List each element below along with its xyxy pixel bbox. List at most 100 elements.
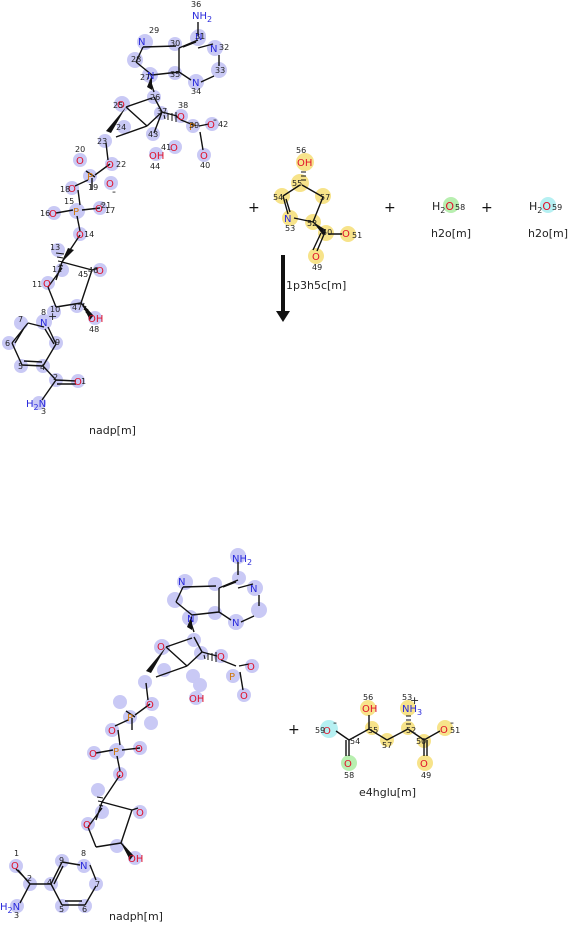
nadp-highlights (2, 29, 227, 410)
e4hglu-num: 53 (402, 693, 412, 702)
nadp-atom-o19: O (106, 179, 114, 190)
nadph-atom-o16: O (89, 749, 97, 760)
e4hglu-o51: O (440, 725, 448, 736)
nadp-num: 15 (64, 197, 74, 206)
nadp-h2n-label: H2N (26, 399, 46, 412)
nadp-num: 30 (170, 39, 180, 48)
nadp-atom-n32: N (210, 44, 217, 55)
nadp-num: 23 (97, 137, 107, 146)
nadp-atom-o25: O (117, 100, 125, 111)
nadp-atom-numbers: 36 29 30 31 32 28 27 35 33 34 26 25 38 3… (5, 0, 229, 416)
nadph-atom-o17: O (135, 744, 143, 755)
e4hglu-num: 58 (344, 771, 354, 780)
nadp-charge-plus: + (48, 310, 57, 323)
reaction-arrow: 1p3h5c[m] (276, 255, 346, 322)
plus-sign-4: + (288, 722, 300, 738)
nadp-num: 47 (72, 303, 82, 312)
nadph-num: 2 (27, 874, 32, 883)
e4hglu-num: 50 (416, 737, 426, 746)
nadp-atom-n31: N (195, 32, 202, 43)
e4hglu-minus-59: - (333, 716, 337, 729)
nadph-atom-o25: O (157, 642, 165, 653)
nadph-atom-n29: N (178, 577, 185, 588)
nadph-atom-p15: P (113, 747, 119, 758)
e4hglu-oh56: OH (362, 704, 377, 715)
nadp-atom-n34: N (192, 78, 199, 89)
nadp-bonds (11, 22, 220, 401)
water-59: H2O59 h2o[m] (528, 197, 568, 240)
nadp-num: 31 (195, 32, 205, 41)
nadp-atom-o46: O (96, 266, 104, 277)
nadp-num: 13 (50, 243, 60, 252)
nadph-num: 3 (14, 911, 19, 920)
nadph-num: 7 (95, 880, 100, 889)
nadph-highlights (81, 548, 267, 865)
nadp-num: 28 (131, 55, 141, 64)
substrate-num-50: 50 (322, 228, 332, 237)
plus-sign-2: + (384, 200, 396, 216)
e4hglu-wedges (406, 715, 411, 725)
nadp-atom-o22: O (106, 160, 114, 171)
nadp-wedges (55, 112, 177, 314)
nadph-atom-n32: N (250, 584, 257, 595)
nadp-num: 19 (88, 183, 98, 192)
water-58: H2O58 h2o[m] (431, 197, 471, 240)
arrow-head (276, 311, 290, 322)
nadp-num: 3 (41, 407, 46, 416)
nadph-atom-o38: O (217, 652, 225, 663)
nadp-atom-n27: N (147, 71, 154, 82)
e4hglu-num: 52 (406, 726, 416, 735)
water59-label: h2o[m] (528, 227, 568, 240)
nadph-atom-n27: N (187, 614, 194, 625)
nadph-name-label: nadph[m] (109, 910, 163, 923)
substrate-num-54: 54 (273, 193, 283, 202)
nadp-num: 21 (101, 201, 111, 210)
nadp-atom-o41: O (170, 143, 178, 154)
nadph-atom-n34: N (232, 618, 239, 629)
plus-sign-1: + (248, 200, 260, 216)
nadp-num: 4 (40, 363, 45, 372)
nadp-num: 9 (55, 338, 60, 347)
nadph-atom-o40: O (240, 691, 248, 702)
e4hglu-bonds (335, 715, 441, 756)
nadph-h2n-label: H2N (0, 902, 20, 915)
nadp-num: 7 (18, 315, 23, 324)
water58-label: h2o[m] (431, 227, 471, 240)
nadph-nh2-label: NH2 (232, 554, 252, 567)
nadp-atom-oh48: OH (88, 314, 103, 325)
nadp-atom-o17: O (95, 204, 103, 215)
nadp-num: 5 (18, 362, 23, 371)
e4hglu-name-label: e4hglu[m] (359, 786, 416, 799)
substrate-num-52: 52 (307, 219, 317, 228)
substrate-solid-wedge (313, 222, 326, 235)
nadp-nh2-label: NH2 (192, 11, 212, 24)
nadp-num: 40 (200, 161, 210, 170)
nadph-num: 5 (59, 905, 64, 914)
nadph-num: 1 (14, 849, 19, 858)
nadp-num: 42 (218, 120, 228, 129)
nadph-atom-o1: O (11, 861, 19, 872)
nadp-num: 44 (150, 162, 160, 171)
nadp-num: 45 (78, 270, 88, 279)
nadph-atom-oh48: OH (128, 854, 143, 865)
substrate-oh: OH (297, 158, 312, 169)
nadp-atom-oh44: OH (149, 151, 164, 162)
nadph-atom-o22: O (146, 700, 154, 711)
nadp-atom-p39: P (189, 122, 195, 133)
nadp-atom-n29: N (138, 37, 145, 48)
nadp-atom-o18: O (68, 184, 76, 195)
nadp-num: 16 (40, 209, 50, 218)
e4hglu-num: 55 (368, 726, 378, 735)
nadp-num: 20 (75, 145, 85, 154)
nadp-num: 35 (170, 70, 180, 79)
e4hglu-o59: O (323, 726, 331, 737)
nadp-num: 27 (140, 73, 150, 82)
nadph-atom-p39: P (229, 672, 235, 683)
arrow-label: 1p3h5c[m] (286, 279, 346, 292)
nadp-num: 29 (149, 26, 159, 35)
nadp-atom-p15: P (73, 207, 79, 218)
nadp-solid-wedges (61, 75, 152, 320)
nadp-num: 41 (161, 143, 171, 152)
nadph-num: 4 (47, 878, 52, 887)
